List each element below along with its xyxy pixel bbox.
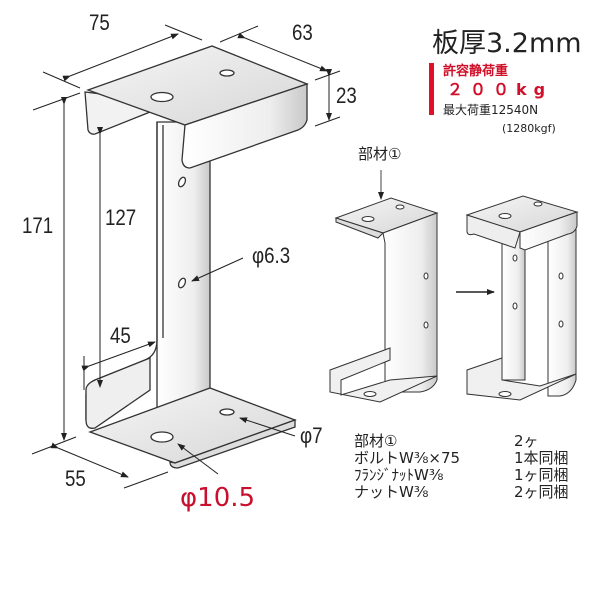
dim-depth-top: 63: [292, 20, 313, 45]
parts-list-row: ﾌﾗﾝｼﾞﾅｯﾄW⅜ 1ヶ同梱: [354, 467, 594, 484]
dim-inner-depth: 45: [110, 323, 131, 348]
dim-bottom-depth: 55: [65, 466, 86, 491]
dim-inner-height: 127: [105, 205, 137, 230]
part-name: 部材①: [354, 432, 398, 450]
assembled-illustration: [465, 195, 579, 401]
part-qty: 2ヶ同梱: [514, 483, 569, 501]
dim-flange-height: 23: [336, 83, 357, 108]
dim-width-top: 75: [89, 10, 110, 35]
parts-list-row: ボルトW⅜×75 1本同梱: [354, 450, 594, 467]
part-callout: 部材①: [358, 145, 402, 163]
allowable-load-value: ２００kg: [447, 80, 553, 99]
part-qty: 1ヶ同梱: [514, 466, 569, 484]
hole-small-label: φ7: [300, 423, 323, 448]
max-load-kgf: (1280kgf): [502, 122, 556, 135]
part1-illustration: [329, 170, 439, 403]
hole-web-label: φ6.3: [252, 243, 291, 268]
max-load-label: 最大荷重12540N: [443, 103, 539, 117]
dimension-lines: [31, 24, 341, 489]
part-qty: 2ヶ: [514, 432, 539, 450]
hole-large-label: φ10.5: [180, 483, 256, 513]
part-name: ボルトW⅜×75: [354, 449, 461, 467]
parts-list-row: 部材① 2ヶ: [354, 433, 594, 450]
thickness-label: 板厚3.2mm: [432, 28, 582, 59]
allowable-load-label: 許容静荷重: [443, 64, 509, 79]
load-accent-bar: [429, 63, 434, 115]
parts-list: 部材① 2ヶ ボルトW⅜×75 1本同梱 ﾌﾗﾝｼﾞﾅｯﾄW⅜ 1ヶ同梱 ナット…: [354, 433, 594, 501]
part-name: ﾌﾗﾝｼﾞﾅｯﾄW⅜: [354, 466, 444, 484]
part-name: ナットW⅜: [354, 483, 429, 501]
part-qty: 1本同梱: [514, 449, 569, 467]
dim-total-height: 171: [22, 213, 54, 238]
parts-list-row: ナットW⅜ 2ヶ同梱: [354, 484, 594, 501]
